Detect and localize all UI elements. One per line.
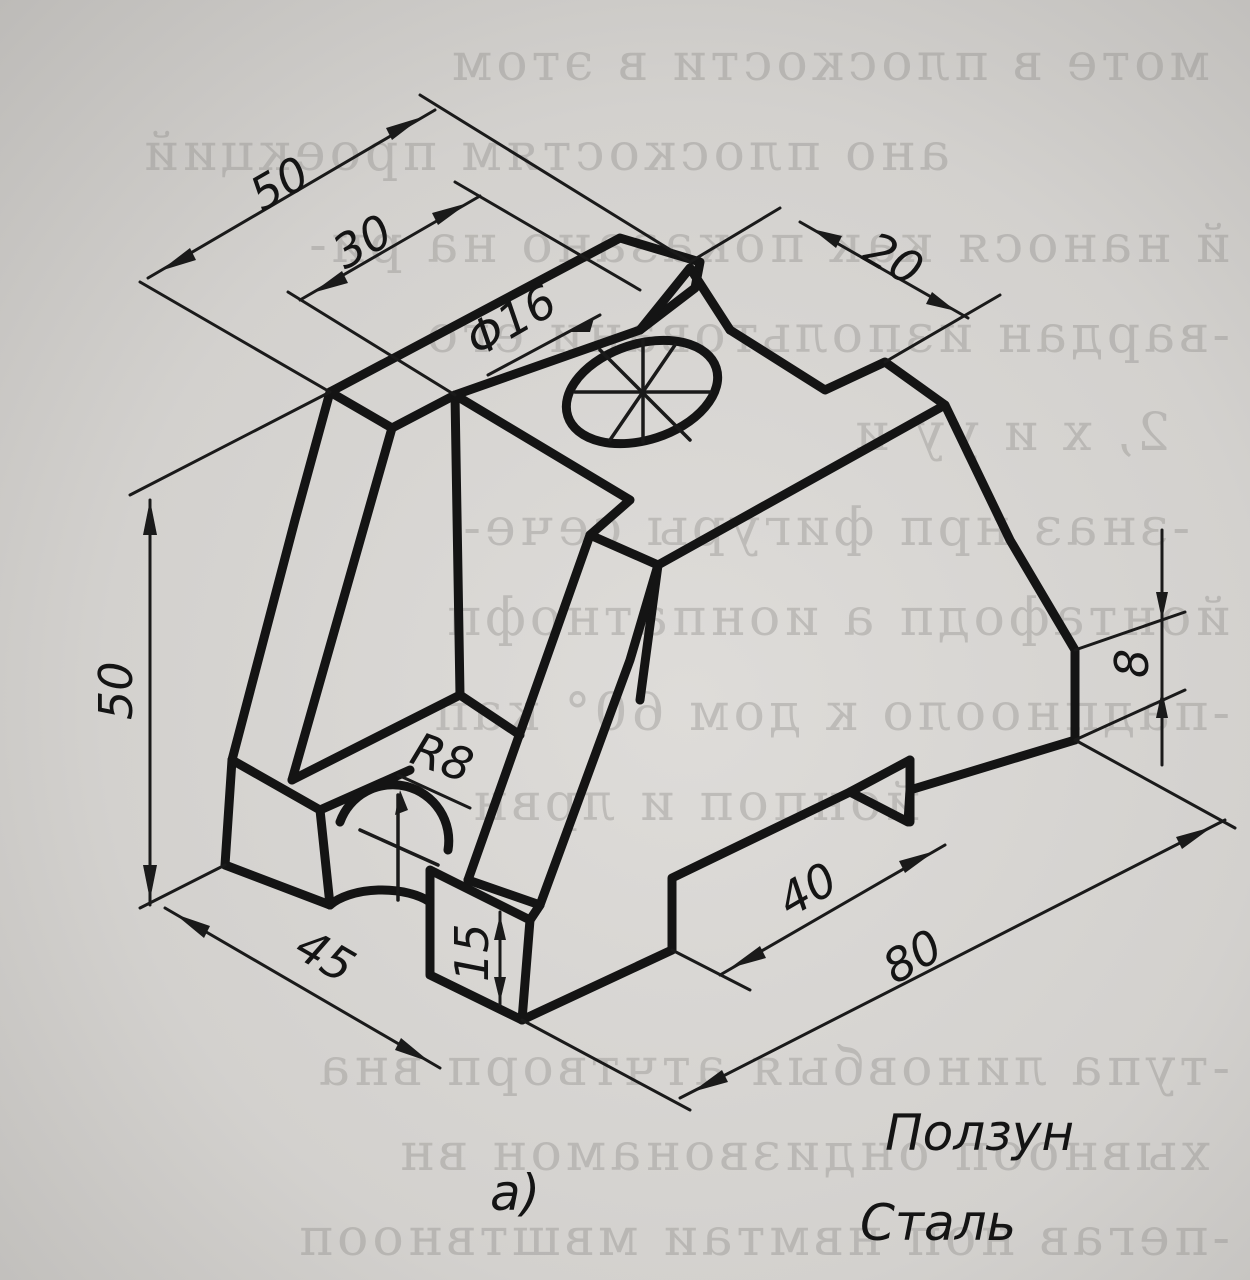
arrow (812, 229, 842, 248)
bleed-line: -тупа линовбыя атчтворп вна (315, 1038, 1230, 1098)
bleed-line: хывнооп ондизвонамон вн (395, 1123, 1210, 1183)
slider-part (220, 233, 1080, 1025)
bleed-line: й нанося как показано на ри- (305, 215, 1230, 275)
extension-line (418, 93, 692, 264)
extension-line (286, 290, 457, 397)
dim-label-15: 15 (445, 923, 499, 982)
dim-label-40: 40 (769, 851, 847, 927)
arrow (1156, 592, 1168, 620)
extension-line (520, 1018, 692, 1112)
arrow (566, 318, 594, 332)
extension-line (1073, 738, 1237, 830)
material-label: Сталь (860, 1194, 1016, 1252)
bleed-line: -падпнооло к дом 60° кап (430, 683, 1230, 743)
arrow (143, 865, 157, 900)
dim-label-80: 80 (874, 918, 952, 994)
dimension-line (678, 818, 1227, 1100)
bleed-line: -зназ нрп фигуры сече- (459, 498, 1190, 558)
slot-back-edge (450, 390, 465, 700)
centerline (598, 348, 692, 442)
left-block-top (325, 233, 705, 433)
dimension-line (163, 906, 442, 1070)
corner-join (525, 900, 545, 925)
right-chamfer (940, 400, 1080, 745)
bleed-line: моте в плоскости в этом (448, 33, 1210, 93)
dimension-line (146, 108, 437, 280)
arrow (395, 790, 408, 815)
bleed-line: йонтафодп а ионпатнофп (442, 588, 1230, 648)
arrow (312, 271, 348, 293)
arrow (692, 1070, 728, 1092)
hole-ellipse (561, 335, 723, 449)
slot-inner-face (450, 390, 635, 885)
arrow (494, 915, 506, 940)
extension-line (1073, 688, 1187, 742)
dimension-8: 8 (1073, 528, 1187, 767)
top-step (635, 263, 735, 335)
extension-line (670, 948, 752, 992)
arrow (386, 117, 422, 140)
arrow (1156, 690, 1168, 718)
extension-line (688, 206, 782, 264)
arrow (899, 851, 935, 873)
dimension-15: 15 (445, 910, 506, 1007)
dim-label-50-left: 50 (89, 661, 143, 720)
extension-line (128, 390, 332, 497)
extension-line (1073, 610, 1187, 652)
slot-floor (287, 690, 525, 785)
slot-left-edge (287, 423, 397, 785)
recess-arc-bottom (325, 885, 435, 910)
dimension-50-left: 50 (89, 390, 332, 907)
extension-line (138, 863, 227, 910)
bleed-through-text: моте в плоскости в этом ано плоскостям п… (140, 33, 1230, 1268)
arrow (143, 500, 157, 535)
arrow (1176, 827, 1212, 849)
arrow (494, 977, 506, 1002)
extension-line (453, 180, 642, 292)
dim-label-45: 45 (287, 918, 365, 994)
left-block-front (227, 387, 335, 765)
recess-arc-top (335, 780, 454, 855)
leader-line (396, 773, 472, 810)
arrow (160, 248, 196, 271)
right-block-top (585, 325, 950, 570)
arrow (730, 946, 766, 968)
dim-label-8: 8 (1105, 649, 1159, 678)
arrow (395, 1038, 430, 1062)
bleed-line: йонпоп и лрвн (469, 773, 920, 833)
extension-line (138, 280, 332, 394)
arrow (926, 292, 956, 311)
extension-line (883, 293, 1002, 364)
bleed-line: -пегав ноп нвмтаи мвштвнооп (294, 1208, 1230, 1268)
figure-label: а) (490, 1164, 540, 1222)
front-face-upper (535, 560, 663, 910)
arrow (432, 203, 468, 225)
groove-back (845, 755, 915, 797)
arrow (175, 914, 210, 938)
part-name: Ползун (885, 1104, 1074, 1162)
